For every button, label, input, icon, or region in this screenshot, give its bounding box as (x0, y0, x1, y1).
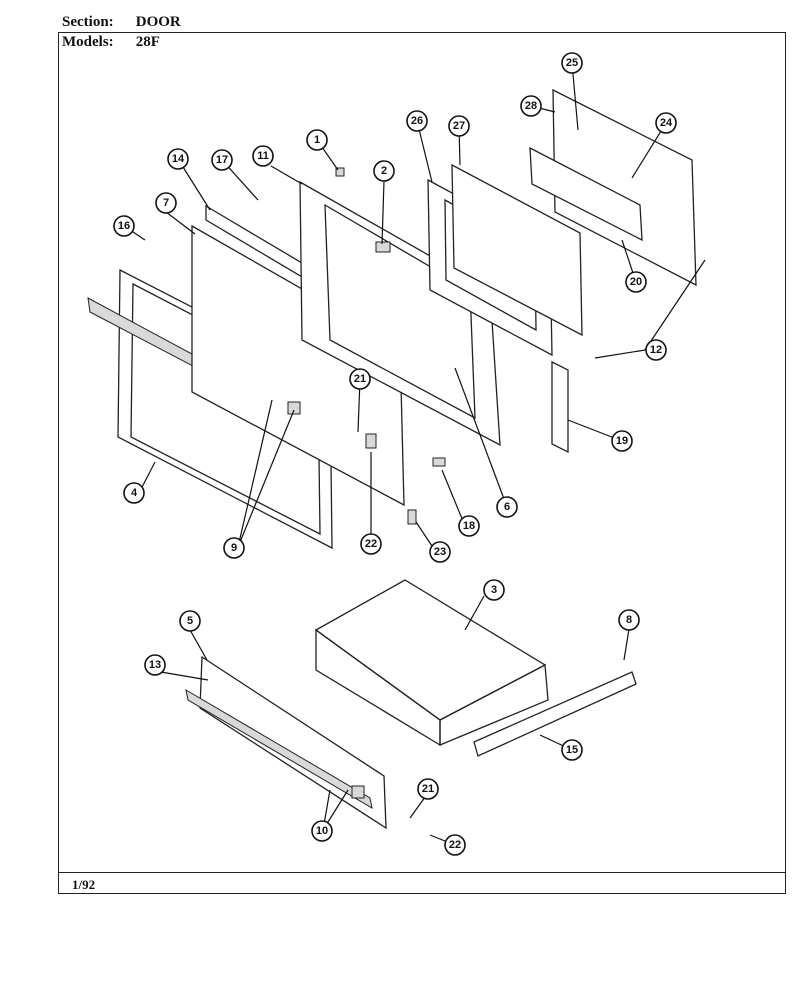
callout-25-label: 25 (566, 57, 578, 69)
callout-21a-label: 21 (354, 373, 366, 385)
callout-16: 16 (113, 215, 135, 237)
callout-11-label: 11 (257, 150, 269, 162)
inner-door-assembly (299, 180, 501, 447)
part-1-clip (335, 167, 345, 177)
inner-window-assembly (451, 163, 583, 337)
callout-10-label: 10 (316, 825, 328, 837)
callout-6-label: 6 (504, 501, 510, 513)
callout-18-label: 18 (463, 520, 475, 532)
callout-26-label: 26 (411, 115, 423, 127)
callout-14-label: 14 (172, 153, 185, 165)
callout-4: 4 (123, 482, 145, 504)
callout-14: 14 (167, 148, 189, 170)
callout-15: 15 (561, 739, 583, 761)
callout-23-label: 23 (434, 546, 446, 558)
callout-13: 13 (144, 654, 166, 676)
callout-20: 20 (625, 271, 647, 293)
callout-23: 23 (429, 541, 451, 563)
callout-19: 19 (611, 430, 633, 452)
callout-10: 10 (311, 820, 333, 842)
callout-6: 6 (496, 496, 518, 518)
callout-1: 1 (306, 129, 328, 151)
rear-door-frame (529, 88, 697, 287)
callout-1-label: 1 (314, 134, 320, 146)
callout-25: 25 (561, 52, 583, 74)
callout-22a: 22 (360, 533, 382, 555)
models-label: Models: (62, 34, 114, 50)
callout-22b: 22 (444, 834, 466, 856)
callout-3-label: 3 (491, 584, 497, 596)
part-18-clip (432, 457, 446, 467)
part-23-bracket (407, 509, 417, 525)
callout-22a-label: 22 (365, 538, 377, 550)
callout-26: 26 (406, 110, 428, 132)
callout-27: 27 (448, 115, 470, 137)
callout-24-label: 24 (660, 117, 673, 129)
callout-20-label: 20 (630, 276, 642, 288)
part-9-handle-mount (287, 401, 301, 415)
callout-7-label: 7 (163, 197, 169, 209)
diagram-frame (58, 32, 786, 894)
callout-4-label: 4 (131, 487, 138, 499)
section-row: Section: DOOR (62, 14, 181, 30)
drawer-front (185, 655, 387, 830)
callout-21b: 21 (417, 778, 439, 800)
callout-21b-label: 21 (422, 783, 434, 795)
callout-24: 24 (655, 112, 677, 134)
callout-12: 12 (645, 339, 667, 361)
callout-22b-label: 22 (449, 839, 461, 851)
callout-21a: 21 (349, 368, 371, 390)
footer-divider (58, 872, 786, 873)
hinge-bracket (551, 360, 569, 454)
models-value: 28F (135, 34, 160, 50)
drawer-slide (473, 671, 637, 757)
callout-11: 11 (252, 145, 274, 167)
callout-18: 18 (458, 515, 480, 537)
callout-9-label: 9 (231, 542, 237, 554)
callout-28-label: 28 (525, 100, 537, 112)
callout-8-label: 8 (626, 614, 632, 626)
callout-5: 5 (179, 610, 201, 632)
callout-16-label: 16 (118, 220, 130, 232)
section-value: DOOR (135, 14, 181, 30)
section-label: Section: (62, 14, 114, 30)
callout-8: 8 (618, 609, 640, 631)
callout-5-label: 5 (187, 615, 193, 627)
callout-13-label: 13 (149, 659, 161, 671)
callout-7: 7 (155, 192, 177, 214)
callout-9: 9 (223, 537, 245, 559)
callout-19-label: 19 (616, 435, 628, 447)
callout-3: 3 (483, 579, 505, 601)
callout-17: 17 (211, 149, 233, 171)
callout-2-label: 2 (381, 165, 387, 177)
drawer-body (314, 579, 549, 747)
callout-2: 2 (373, 160, 395, 182)
callout-28: 28 (520, 95, 542, 117)
footer-date: 1/92 (72, 877, 96, 892)
part-22-label (365, 433, 377, 449)
callout-17-label: 17 (216, 154, 228, 166)
models-row: Models: 28F (62, 34, 160, 50)
callout-15-label: 15 (566, 744, 578, 756)
callout-12-label: 12 (650, 344, 662, 356)
callout-27-label: 27 (453, 120, 465, 132)
